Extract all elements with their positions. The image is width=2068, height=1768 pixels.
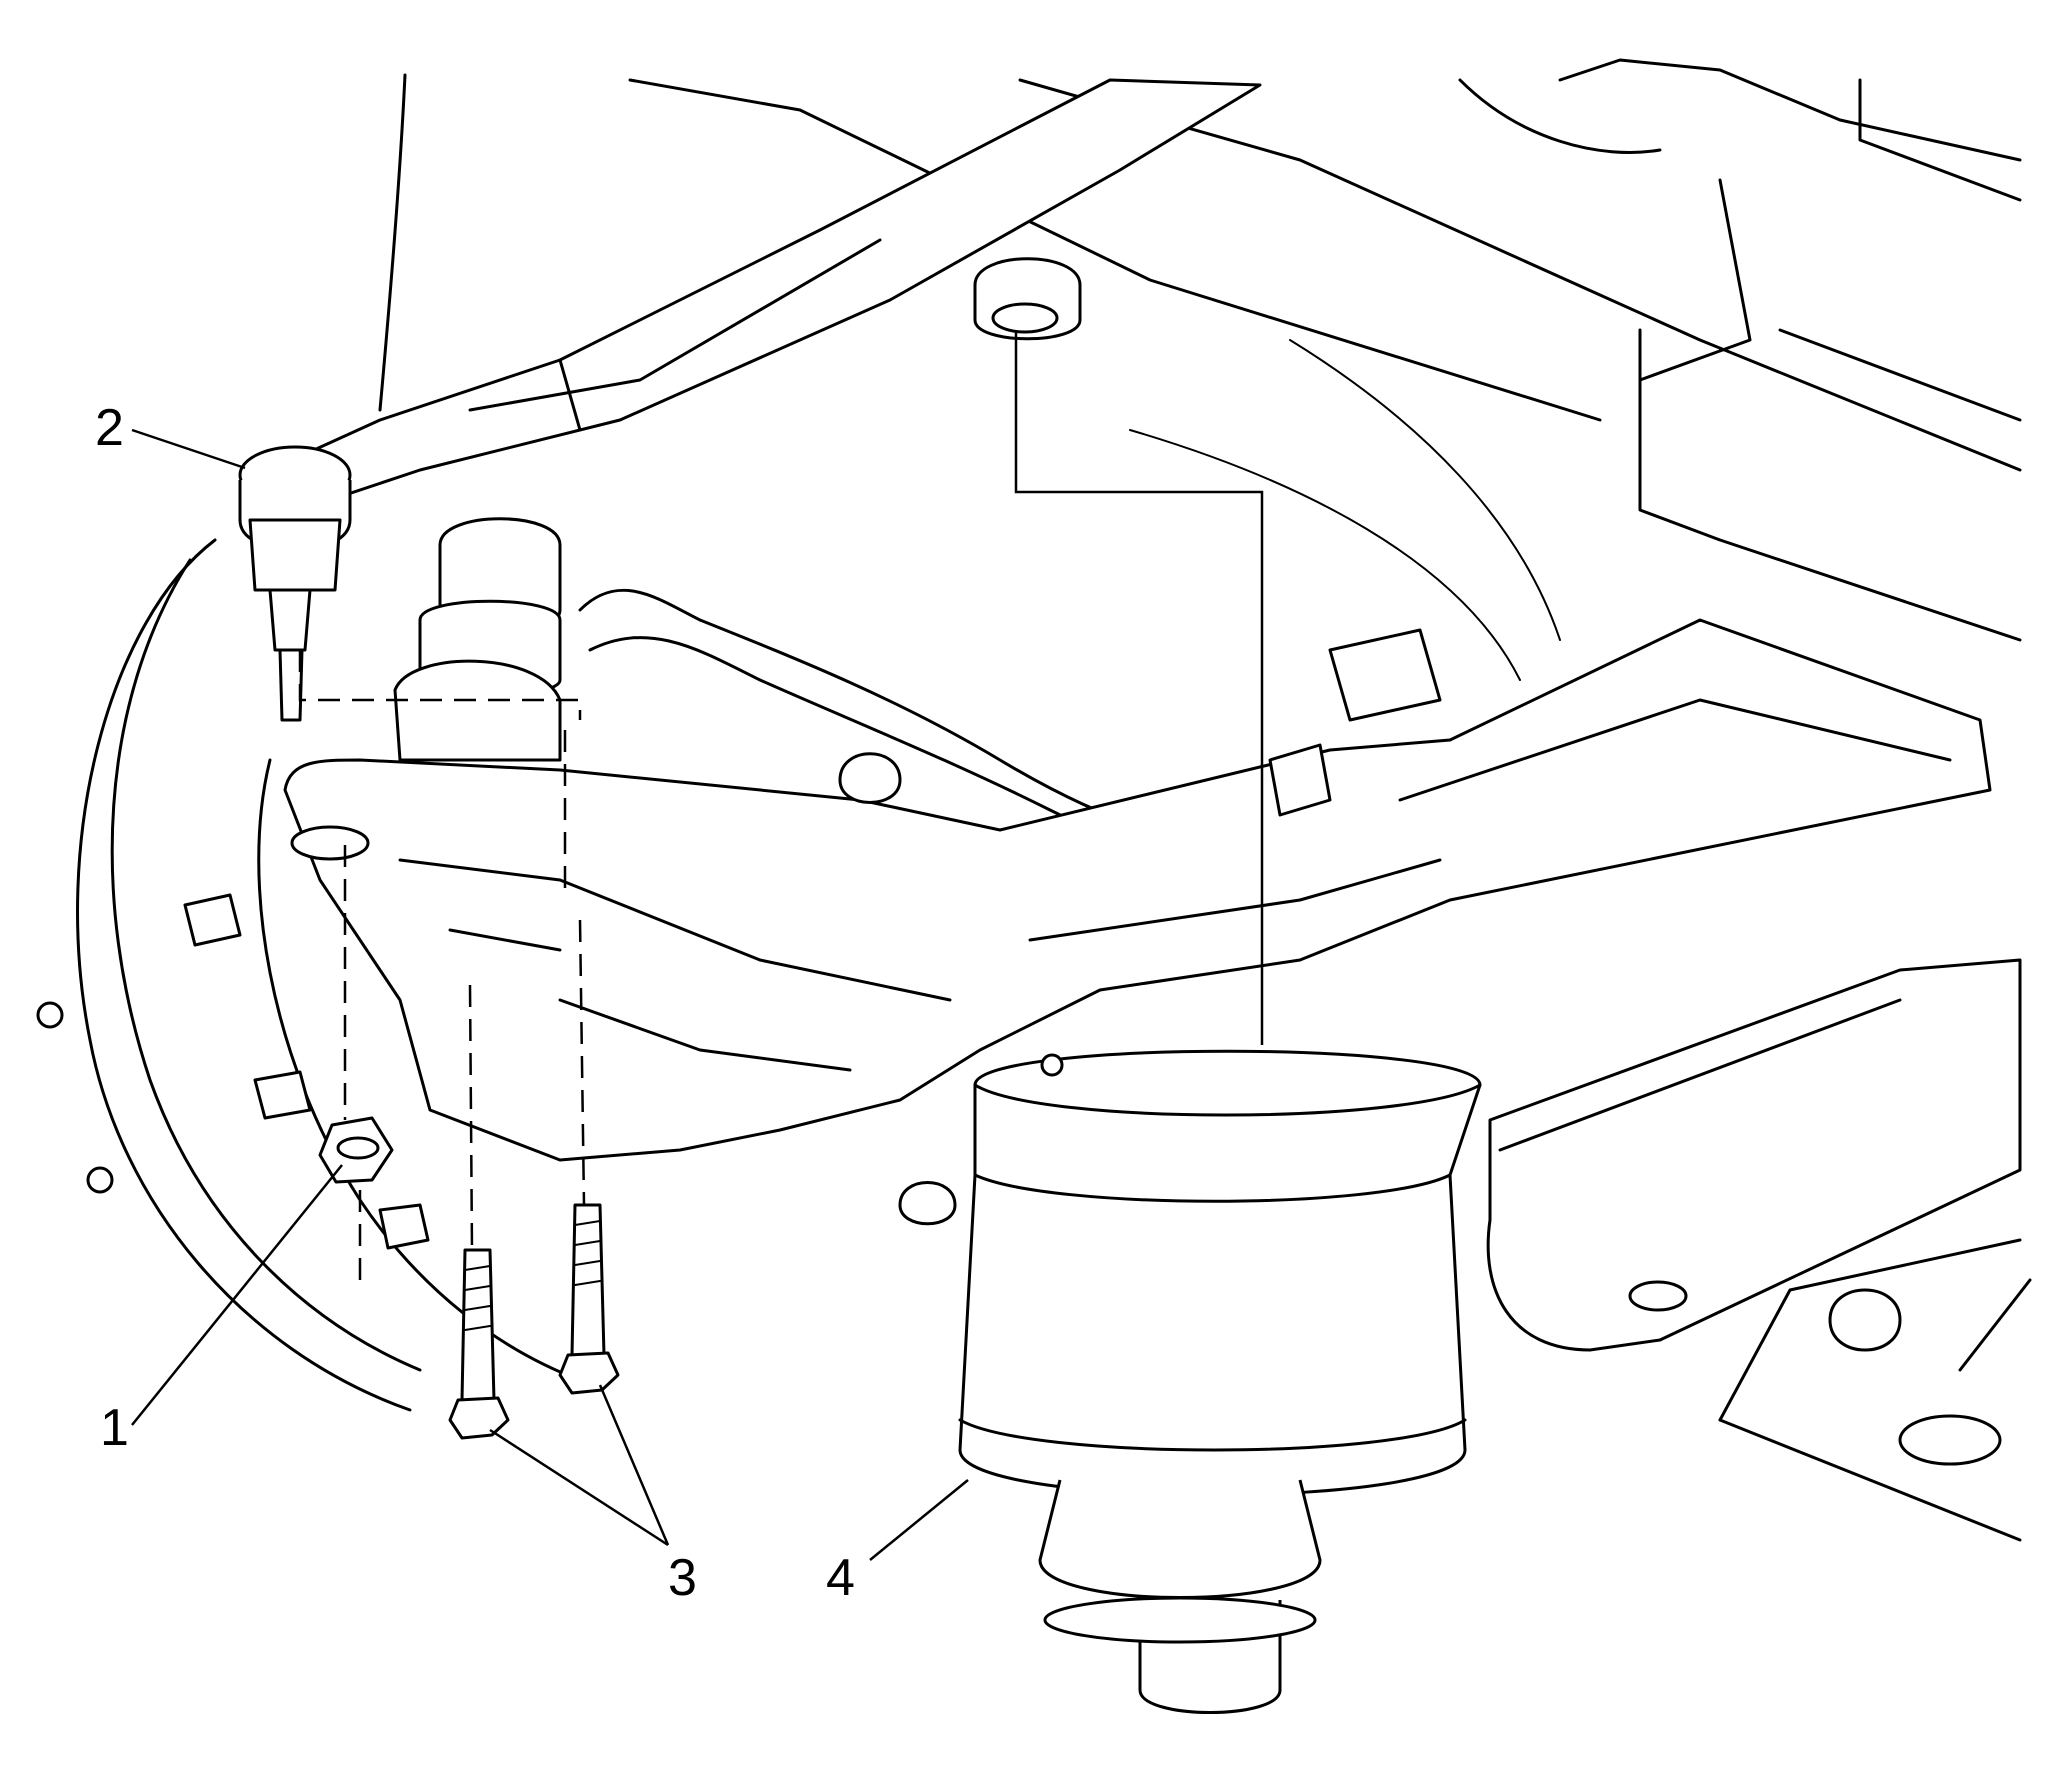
explode-lines bbox=[298, 330, 1264, 1280]
nut-1 bbox=[318, 1116, 394, 1184]
leader-2 bbox=[131, 428, 246, 470]
callout-1: 1 bbox=[100, 1399, 129, 1457]
callout-2: 2 bbox=[95, 399, 124, 457]
callout-3: 3 bbox=[668, 1549, 697, 1607]
leader-4 bbox=[869, 1479, 969, 1561]
lower-control-arm bbox=[283, 618, 1992, 1226]
callout-leaders bbox=[131, 428, 969, 1561]
outer-tie-rod-end bbox=[238, 445, 352, 722]
bolt-3-left bbox=[448, 1248, 510, 1440]
leader-3b bbox=[598, 1384, 670, 1546]
upper-spring-mount bbox=[973, 257, 1082, 341]
leader-1 bbox=[131, 1164, 343, 1426]
tie-rod bbox=[268, 78, 1262, 512]
rear-frame-structure bbox=[1486, 958, 2032, 1542]
air-spring bbox=[958, 1049, 1482, 1714]
callout-labels: 2 1 3 4 bbox=[95, 399, 855, 1607]
bolt-3-right bbox=[558, 1203, 620, 1395]
leader-3a bbox=[489, 1428, 669, 1547]
callout-4: 4 bbox=[826, 1549, 855, 1607]
